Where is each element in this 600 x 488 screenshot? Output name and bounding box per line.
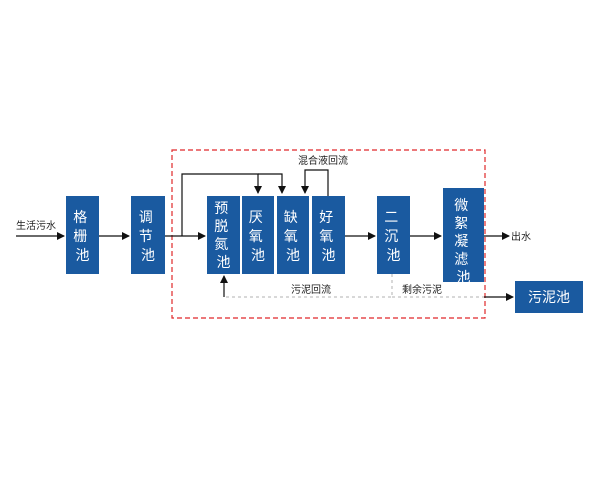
pre-denitrification-tank [207,196,240,274]
sludge-return-label: 污泥回流 [291,283,331,296]
treatment-zone-frame [171,149,486,319]
inlet-label: 生活污水 [16,219,56,232]
sludge-tank [515,281,583,313]
aerobic-tank-label: 好 氧 池 [319,210,337,264]
anaerobic-tank [242,196,274,274]
grille-tank [66,196,99,274]
regulating-tank [131,196,165,274]
bypass-to-anaerobic-arrow [181,173,262,236]
secondary-clarifier-label: 二 沉 池 [384,210,402,264]
anaerobic-tank-label: 厌 氧 池 [249,210,267,264]
bypass-to-anoxic-arrow [258,173,286,194]
outlet-label: 出水 [511,230,531,243]
secondary-clarifier [377,196,410,274]
sludge-return-line [224,274,393,298]
anoxic-tank [277,196,309,274]
micro-flocculation-filter-label: 微 絮 凝 滤 池 [454,198,472,286]
excess-sludge-label: 剩余污泥 [402,283,442,296]
regulating-tank-label: 调 节 池 [139,210,157,264]
sludge-tank-label: 污泥池 [528,290,570,306]
pre-denitrification-tank-label: 预 脱 氮 池 [214,201,232,271]
grille-tank-label: 格 栅 池 [73,210,91,264]
anoxic-tank-label: 缺 氧 池 [284,210,302,264]
mixed-liquor-return-label: 混合液回流 [298,154,348,167]
micro-flocculation-filter [443,188,484,282]
mixed-liquor-return-arrow [301,169,329,196]
aerobic-tank [312,196,345,274]
